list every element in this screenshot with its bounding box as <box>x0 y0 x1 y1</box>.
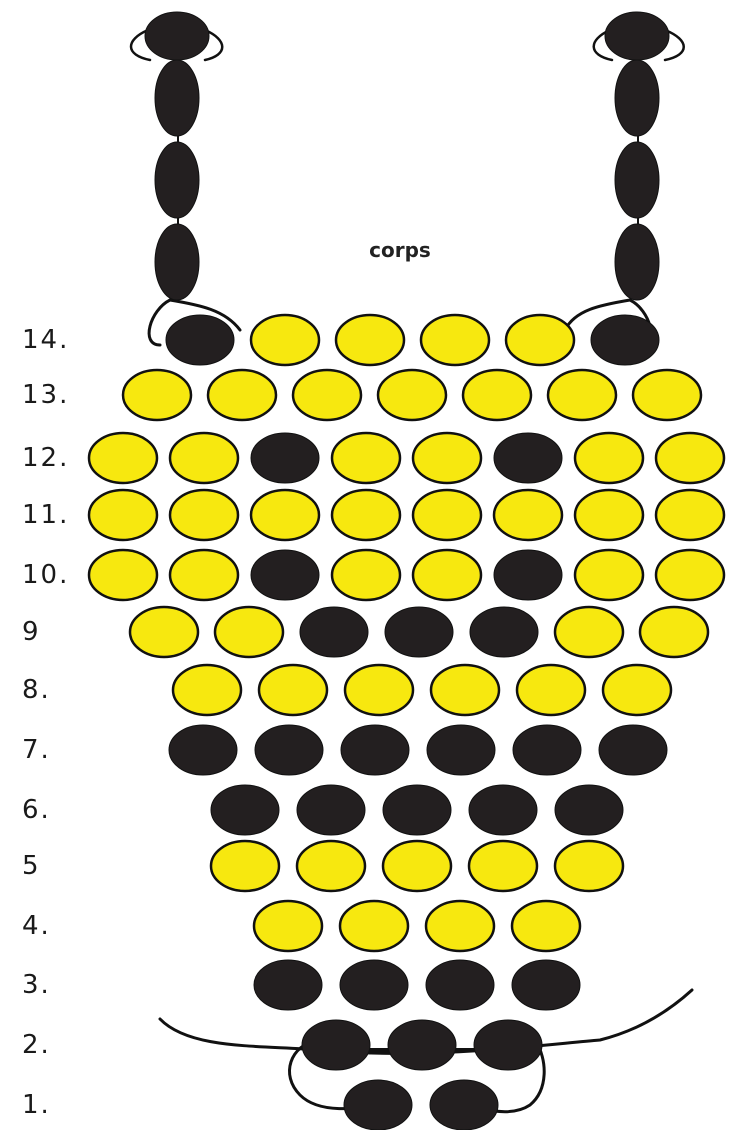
bead <box>474 1020 542 1070</box>
right-strand-top-bead <box>605 12 669 60</box>
bead <box>388 1020 456 1070</box>
bead <box>383 785 451 835</box>
bead <box>421 315 489 365</box>
bead <box>517 665 585 715</box>
bead <box>340 901 408 951</box>
bead <box>89 550 157 600</box>
bead <box>170 550 238 600</box>
bead <box>251 550 319 600</box>
bead <box>215 607 283 657</box>
bead <box>123 370 191 420</box>
bead <box>332 490 400 540</box>
bead <box>591 315 659 365</box>
bead <box>633 370 701 420</box>
left-strand-bead <box>155 142 199 218</box>
bead <box>251 490 319 540</box>
bead <box>513 725 581 775</box>
right-strand-bead <box>615 224 659 300</box>
bead <box>211 841 279 891</box>
bead <box>170 490 238 540</box>
bead <box>89 490 157 540</box>
bead <box>340 960 408 1010</box>
bead <box>656 433 724 483</box>
bead <box>494 433 562 483</box>
bead <box>656 490 724 540</box>
bead <box>555 785 623 835</box>
bead <box>332 433 400 483</box>
bead <box>170 433 238 483</box>
bead <box>506 315 574 365</box>
bead <box>426 901 494 951</box>
bead <box>431 665 499 715</box>
left-strand-bead <box>155 60 199 136</box>
bead <box>603 665 671 715</box>
bead <box>254 901 322 951</box>
bead <box>300 607 368 657</box>
bead <box>332 550 400 600</box>
bead <box>640 607 708 657</box>
bead <box>656 550 724 600</box>
bead <box>494 550 562 600</box>
bead <box>345 665 413 715</box>
bead <box>302 1020 370 1070</box>
bead <box>599 725 667 775</box>
bead <box>470 607 538 657</box>
bead <box>469 785 537 835</box>
bead <box>211 785 279 835</box>
bead <box>293 370 361 420</box>
bead <box>378 370 446 420</box>
bead <box>555 607 623 657</box>
bead <box>469 841 537 891</box>
bead <box>336 315 404 365</box>
left-strand-bead <box>155 224 199 300</box>
bead <box>130 607 198 657</box>
bead <box>173 665 241 715</box>
bead <box>344 1080 412 1130</box>
bead <box>430 1080 498 1130</box>
bead <box>297 785 365 835</box>
bead <box>297 841 365 891</box>
bead <box>413 550 481 600</box>
bead <box>555 841 623 891</box>
bead <box>89 433 157 483</box>
bead <box>426 960 494 1010</box>
bead <box>208 370 276 420</box>
right-strand-bead <box>615 142 659 218</box>
bead <box>575 490 643 540</box>
bead <box>169 725 237 775</box>
bead <box>251 433 319 483</box>
beads <box>89 12 724 1130</box>
bead <box>383 841 451 891</box>
bead <box>512 960 580 1010</box>
bead <box>341 725 409 775</box>
bead <box>548 370 616 420</box>
bead <box>251 315 319 365</box>
right-strand-bead <box>615 60 659 136</box>
bead <box>512 901 580 951</box>
bead <box>575 550 643 600</box>
bead <box>463 370 531 420</box>
bead <box>413 433 481 483</box>
bead <box>575 433 643 483</box>
bead <box>166 315 234 365</box>
left-strand-top-bead <box>145 12 209 60</box>
bead <box>427 725 495 775</box>
bead <box>385 607 453 657</box>
bead <box>259 665 327 715</box>
bead <box>413 490 481 540</box>
bead <box>255 725 323 775</box>
bead <box>254 960 322 1010</box>
bead <box>494 490 562 540</box>
